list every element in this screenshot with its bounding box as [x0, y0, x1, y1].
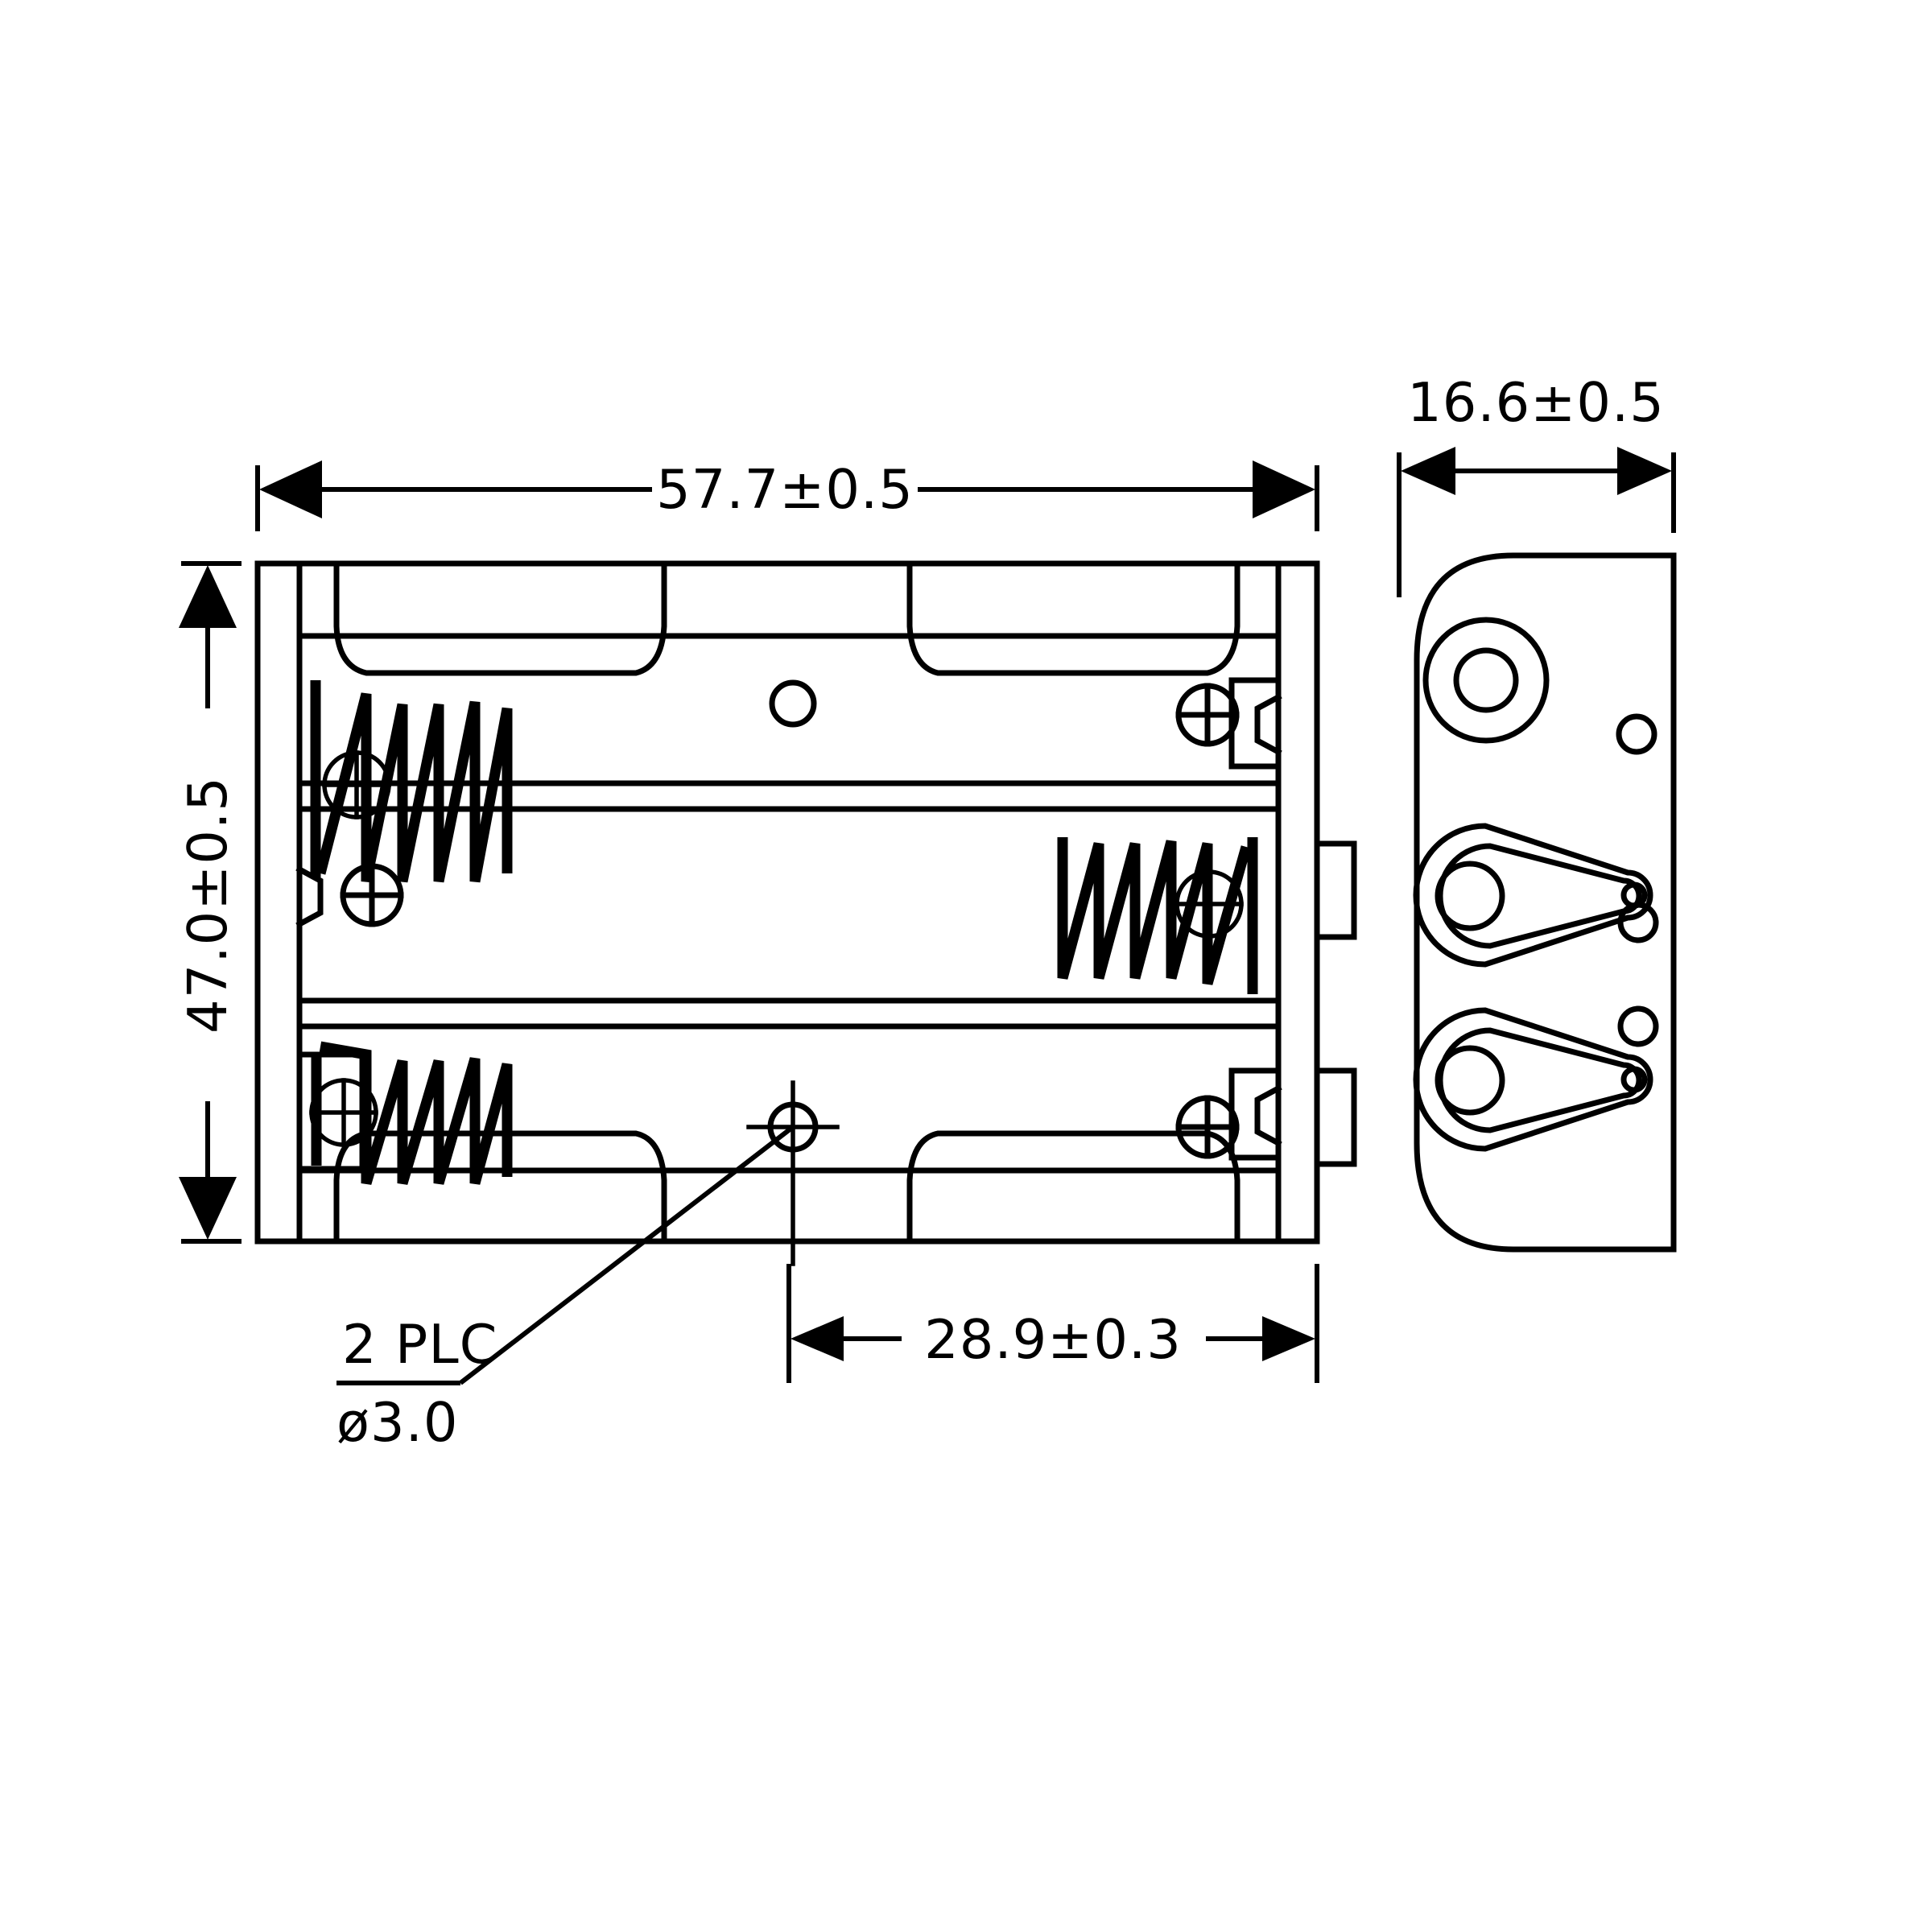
contact-negative-cell-2 — [1174, 869, 1244, 939]
arrowhead-hole-left — [791, 1316, 844, 1361]
contact-negative-cell-1 — [322, 750, 391, 819]
side-circle-bottom — [1435, 1045, 1505, 1116]
side-profile-outline — [1414, 552, 1677, 1253]
dimension-label-overall-width: 16.6±0.5 — [1407, 371, 1665, 434]
side-teardrop-outer-bottom — [1413, 1007, 1653, 1152]
side-hole-top — [1616, 713, 1657, 755]
terminal-slot-outline-cell-3 — [1228, 1067, 1282, 1161]
arrowhead-side-right — [1617, 447, 1672, 495]
external-tab-lower — [1314, 1067, 1357, 1167]
bottom-notch-right — [906, 1130, 1241, 1245]
top-notch-left — [333, 560, 667, 676]
side-feature-top — [1422, 617, 1550, 744]
side-feature-bottom — [1413, 1007, 1653, 1152]
cell-1 — [310, 677, 1282, 883]
dimension-overall-length: 57.7±0.5 — [255, 458, 1319, 531]
dimension-overall-width: 16.6±0.5 — [1397, 371, 1676, 597]
contact-positive-cell-3 — [1175, 1095, 1240, 1159]
contact-negative-cell-3 — [309, 1078, 378, 1147]
dimension-hole-spacing: 28.9±0.3 — [786, 1264, 1319, 1383]
side-circle-outer-top — [1422, 617, 1550, 744]
contact-positive-cell-1 — [1175, 683, 1240, 747]
side-view — [1413, 552, 1677, 1253]
vent-hole-cell-1 — [769, 679, 817, 728]
side-teardrop-outer-middle — [1413, 823, 1653, 968]
terminal-slot-outline-cell-1 — [1228, 677, 1282, 770]
terminal-tab-cell-2 — [295, 865, 324, 928]
top-rail — [296, 560, 1282, 676]
side-teardrop-inner-middle — [1437, 843, 1642, 949]
note-hole-callout: 2 PLC ø3.0 — [336, 1125, 795, 1454]
arrowhead-side-left — [1401, 447, 1455, 495]
spring-coil-cell-3 — [319, 1041, 513, 1185]
note-hole-diameter: ø3.0 — [336, 1391, 459, 1454]
arrowhead-left — [259, 460, 322, 518]
side-teardrop-inner-bottom — [1437, 1027, 1642, 1133]
arrowhead-top — [179, 565, 237, 628]
terminal-tab-cell-3 — [1254, 1084, 1282, 1147]
side-circle-inner-top — [1453, 647, 1519, 713]
dimension-overall-height: 47.0±0.5 — [176, 561, 242, 1244]
external-tabs — [1314, 840, 1357, 1167]
dimension-label-overall-height: 47.0±0.5 — [176, 776, 239, 1034]
side-pin-hole-bottom — [1620, 1066, 1648, 1093]
terminal-tab-cell-1 — [1254, 693, 1282, 756]
front-view — [254, 560, 1357, 1266]
mounting-hole-cell-3 — [746, 1080, 840, 1266]
external-tab-upper — [1314, 840, 1357, 940]
arrowhead-hole-right — [1262, 1316, 1315, 1361]
arrowhead-right — [1253, 460, 1315, 518]
dimension-label-overall-length: 57.7±0.5 — [656, 458, 914, 521]
side-feature-middle — [1413, 823, 1653, 968]
dimension-label-hole-spacing: 28.9±0.3 — [924, 1308, 1182, 1371]
bottom-rail — [296, 1130, 1282, 1245]
top-notch-right — [906, 560, 1241, 676]
spring-coil-cell-1 — [315, 692, 513, 883]
cell-3 — [296, 1041, 1282, 1266]
side-hole-middle — [1617, 902, 1659, 943]
bottom-notch-left — [333, 1130, 667, 1245]
side-circle-middle — [1435, 861, 1505, 931]
contact-positive-cell-2 — [340, 863, 404, 927]
side-hole-bottom — [1617, 1005, 1659, 1047]
note-hole-count: 2 PLC — [342, 1313, 497, 1376]
cell-2 — [295, 837, 1258, 994]
arrowhead-bottom — [179, 1177, 237, 1240]
